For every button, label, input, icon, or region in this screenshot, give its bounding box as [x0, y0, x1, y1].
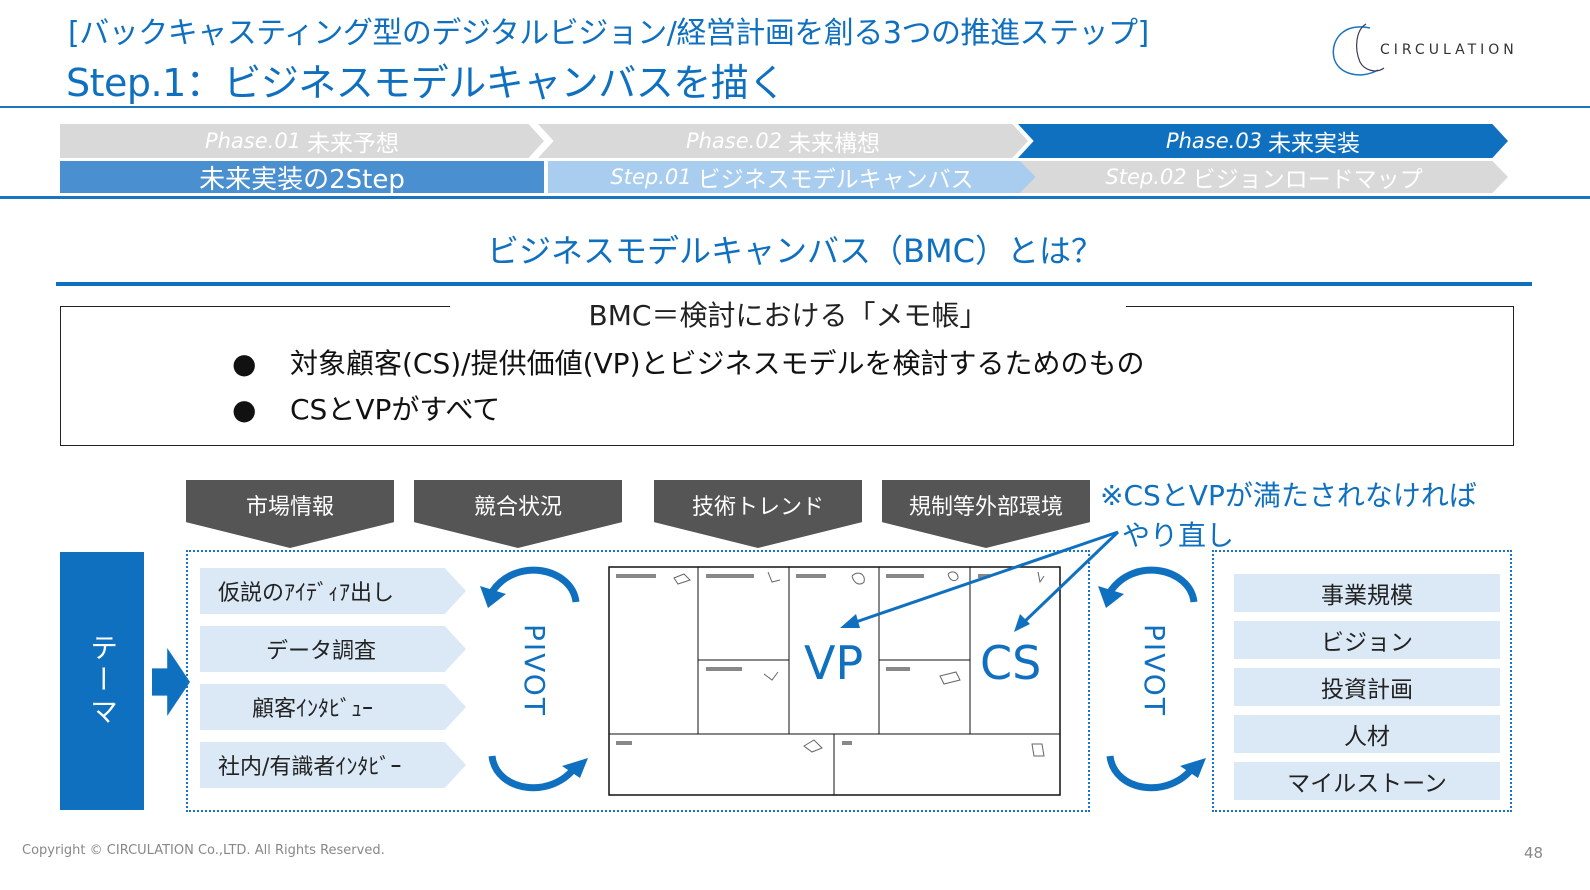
band-divider [0, 196, 1590, 199]
header-divider [0, 106, 1590, 108]
theme-box: テーマ [60, 552, 144, 810]
page-number: 48 [1524, 844, 1544, 862]
output-frame [1212, 550, 1512, 812]
deck-title: [バックキャスティング型のデジタルビジョン/経営計画を創る3つの推進ステップ] [68, 16, 1149, 51]
memo-bullet-2: ● CSとVPがすべて [232, 388, 500, 428]
bullet-dot: ● [232, 347, 257, 380]
pivot-cycle-left-icon [480, 566, 588, 792]
output-business-scale: 事業規模 [1234, 574, 1500, 612]
phase-3-label: 未来実装 [1268, 131, 1361, 157]
phase-2-tab: Phase.02 未来構想 [538, 124, 1028, 158]
output-milestone: マイルストーン [1234, 762, 1500, 800]
step-1-label: ビジネスモデルキャンバス [697, 167, 974, 193]
phase-1-label: 未来予想 [307, 131, 400, 157]
step-2-tab: Step.02 ビジョンロードマップ [1020, 161, 1508, 193]
memo-bullet-1: ● 対象顧客(CS)/提供価値(VP)とビジネスモデルを検討するためのもの [232, 342, 1145, 382]
canvas-cs-label: CS [980, 636, 1042, 690]
canvas-vp-label: VP [804, 636, 864, 690]
step-2-label: ビジョンロードマップ [1192, 167, 1423, 193]
pivot-label-left: PIVOT [518, 624, 551, 717]
logo-wordmark: CIRCULATION [1380, 42, 1518, 58]
output-vision: ビジョン [1234, 621, 1500, 659]
phase-3-tab-active: Phase.03 未来実装 [1018, 124, 1508, 158]
output-talent: 人材 [1234, 715, 1500, 753]
pivot-label-right: PIVOT [1138, 624, 1171, 717]
phase-1-prefix: Phase.01 [204, 129, 302, 153]
memo-bullet-2-text: CSとVPがすべて [290, 393, 501, 426]
input-expert-interview: 社内/有識者ｲﾝﾀﾋﾞｰ [200, 742, 466, 788]
circulation-logo-icon [1332, 23, 1385, 76]
input-data-research: データ調査 [200, 626, 466, 672]
step-2-prefix: Step.02 [1105, 165, 1187, 189]
step-1-tab: Step.01 ビジネスモデルキャンバス [548, 161, 1036, 193]
step-overview-tab: 未来実装の2Step [60, 161, 544, 195]
page-title: Step.1：ビジネスモデルキャンバスを描く [66, 61, 786, 105]
input-idea: 仮説のｱｲﾃﾞｨｱ出し [200, 568, 466, 614]
memo-title: BMC＝検討における「メモ帳」 [450, 294, 1126, 334]
phase-1-tab: Phase.01 未来予想 [60, 124, 544, 158]
step-1-prefix: Step.01 [610, 165, 692, 189]
redo-note: ※CSとVPが満たされなければ やり直し [1100, 476, 1477, 556]
input-customer-interview: 顧客ｲﾝﾀﾋﾞｭｰ [200, 684, 466, 730]
memo-bullet-1-text: 対象顧客(CS)/提供価値(VP)とビジネスモデルを検討するためのもの [290, 347, 1145, 380]
output-investment-plan: 投資計画 [1234, 668, 1500, 706]
phase-2-label: 未来構想 [788, 131, 881, 157]
business-model-canvas [608, 566, 1061, 796]
section-heading: ビジネスモデルキャンバス（BMC）とは？ [487, 232, 1103, 270]
redo-note-line1: ※CSとVPが満たされなければ [1100, 479, 1477, 512]
redo-note-line2: やり直し [1122, 519, 1235, 552]
step-overview-label: 未来実装の2Step [199, 164, 405, 195]
section-underline [56, 282, 1532, 286]
copyright: Copyright © CIRCULATION Co.,LTD. All Rig… [22, 843, 385, 858]
process-frame [186, 550, 1090, 812]
pivot-cycle-right-icon [1098, 566, 1206, 792]
bullet-dot: ● [232, 393, 257, 426]
phase-2-prefix: Phase.02 [685, 129, 783, 153]
phase-3-prefix: Phase.03 [1165, 129, 1263, 153]
